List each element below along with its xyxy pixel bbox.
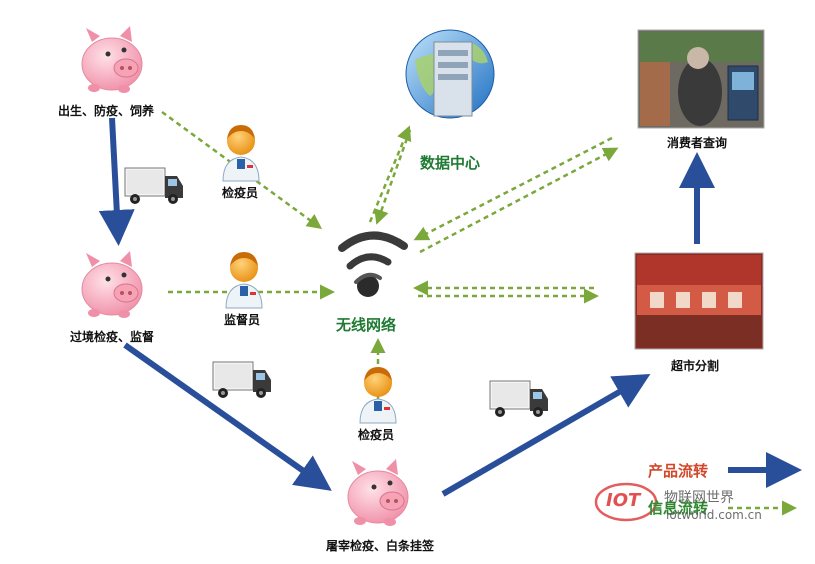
node-label-consumer: 消费者查询 <box>667 136 728 150</box>
node-label-supervisor: 监督员 <box>224 313 261 327</box>
node-label-wireless: 无线网络 <box>336 316 397 334</box>
info-arrow-network-to-datacenter-b <box>374 129 412 225</box>
product-arrow-slaughter-to-supermarket <box>441 373 651 497</box>
info-arrow-consumer-to-network-a <box>413 136 613 241</box>
pig-icon <box>347 458 409 527</box>
watermark-logo-icon <box>594 482 658 522</box>
watermark-url: iotworld.com.cn <box>666 508 762 522</box>
node-label-inspector-bottom: 检疫员 <box>358 428 395 442</box>
data-center-icon <box>405 29 495 119</box>
truck-icon <box>489 380 549 418</box>
info-arrow-consumer-to-network-b <box>419 147 619 254</box>
node-label-border: 过境检疫、监督 <box>70 330 155 344</box>
legend-product-label: 产品流转 <box>648 462 709 480</box>
node-label-supermarket: 超市分割 <box>671 359 720 373</box>
truck-icon <box>124 167 184 205</box>
pig-icon <box>81 25 143 94</box>
node-label-slaughter: 屠宰检疫、白条挂签 <box>326 539 435 553</box>
supermarket-photo <box>634 252 764 350</box>
consumer-photo <box>637 29 765 129</box>
inspector-icon <box>222 124 260 182</box>
supervisor-icon <box>225 251 263 309</box>
pig-icon <box>81 250 143 319</box>
product-arrow-border-to-slaughter <box>123 342 332 491</box>
truck-icon <box>212 361 272 399</box>
product-arrow-birth-to-border <box>98 117 135 246</box>
watermark-logo-text: IOT <box>606 490 641 511</box>
node-label-birth: 出生、防疫、饲养 <box>58 104 155 118</box>
node-label-inspector-top: 检疫员 <box>222 186 259 200</box>
legend-info-label: 信息流转 <box>648 499 709 517</box>
watermark-name: 物联网世界 <box>664 490 734 506</box>
node-label-data-center: 数据中心 <box>420 154 481 172</box>
info-arrow-network-to-datacenter-a <box>368 125 412 223</box>
inspector-icon <box>359 366 397 424</box>
wireless-network-icon <box>338 231 408 297</box>
